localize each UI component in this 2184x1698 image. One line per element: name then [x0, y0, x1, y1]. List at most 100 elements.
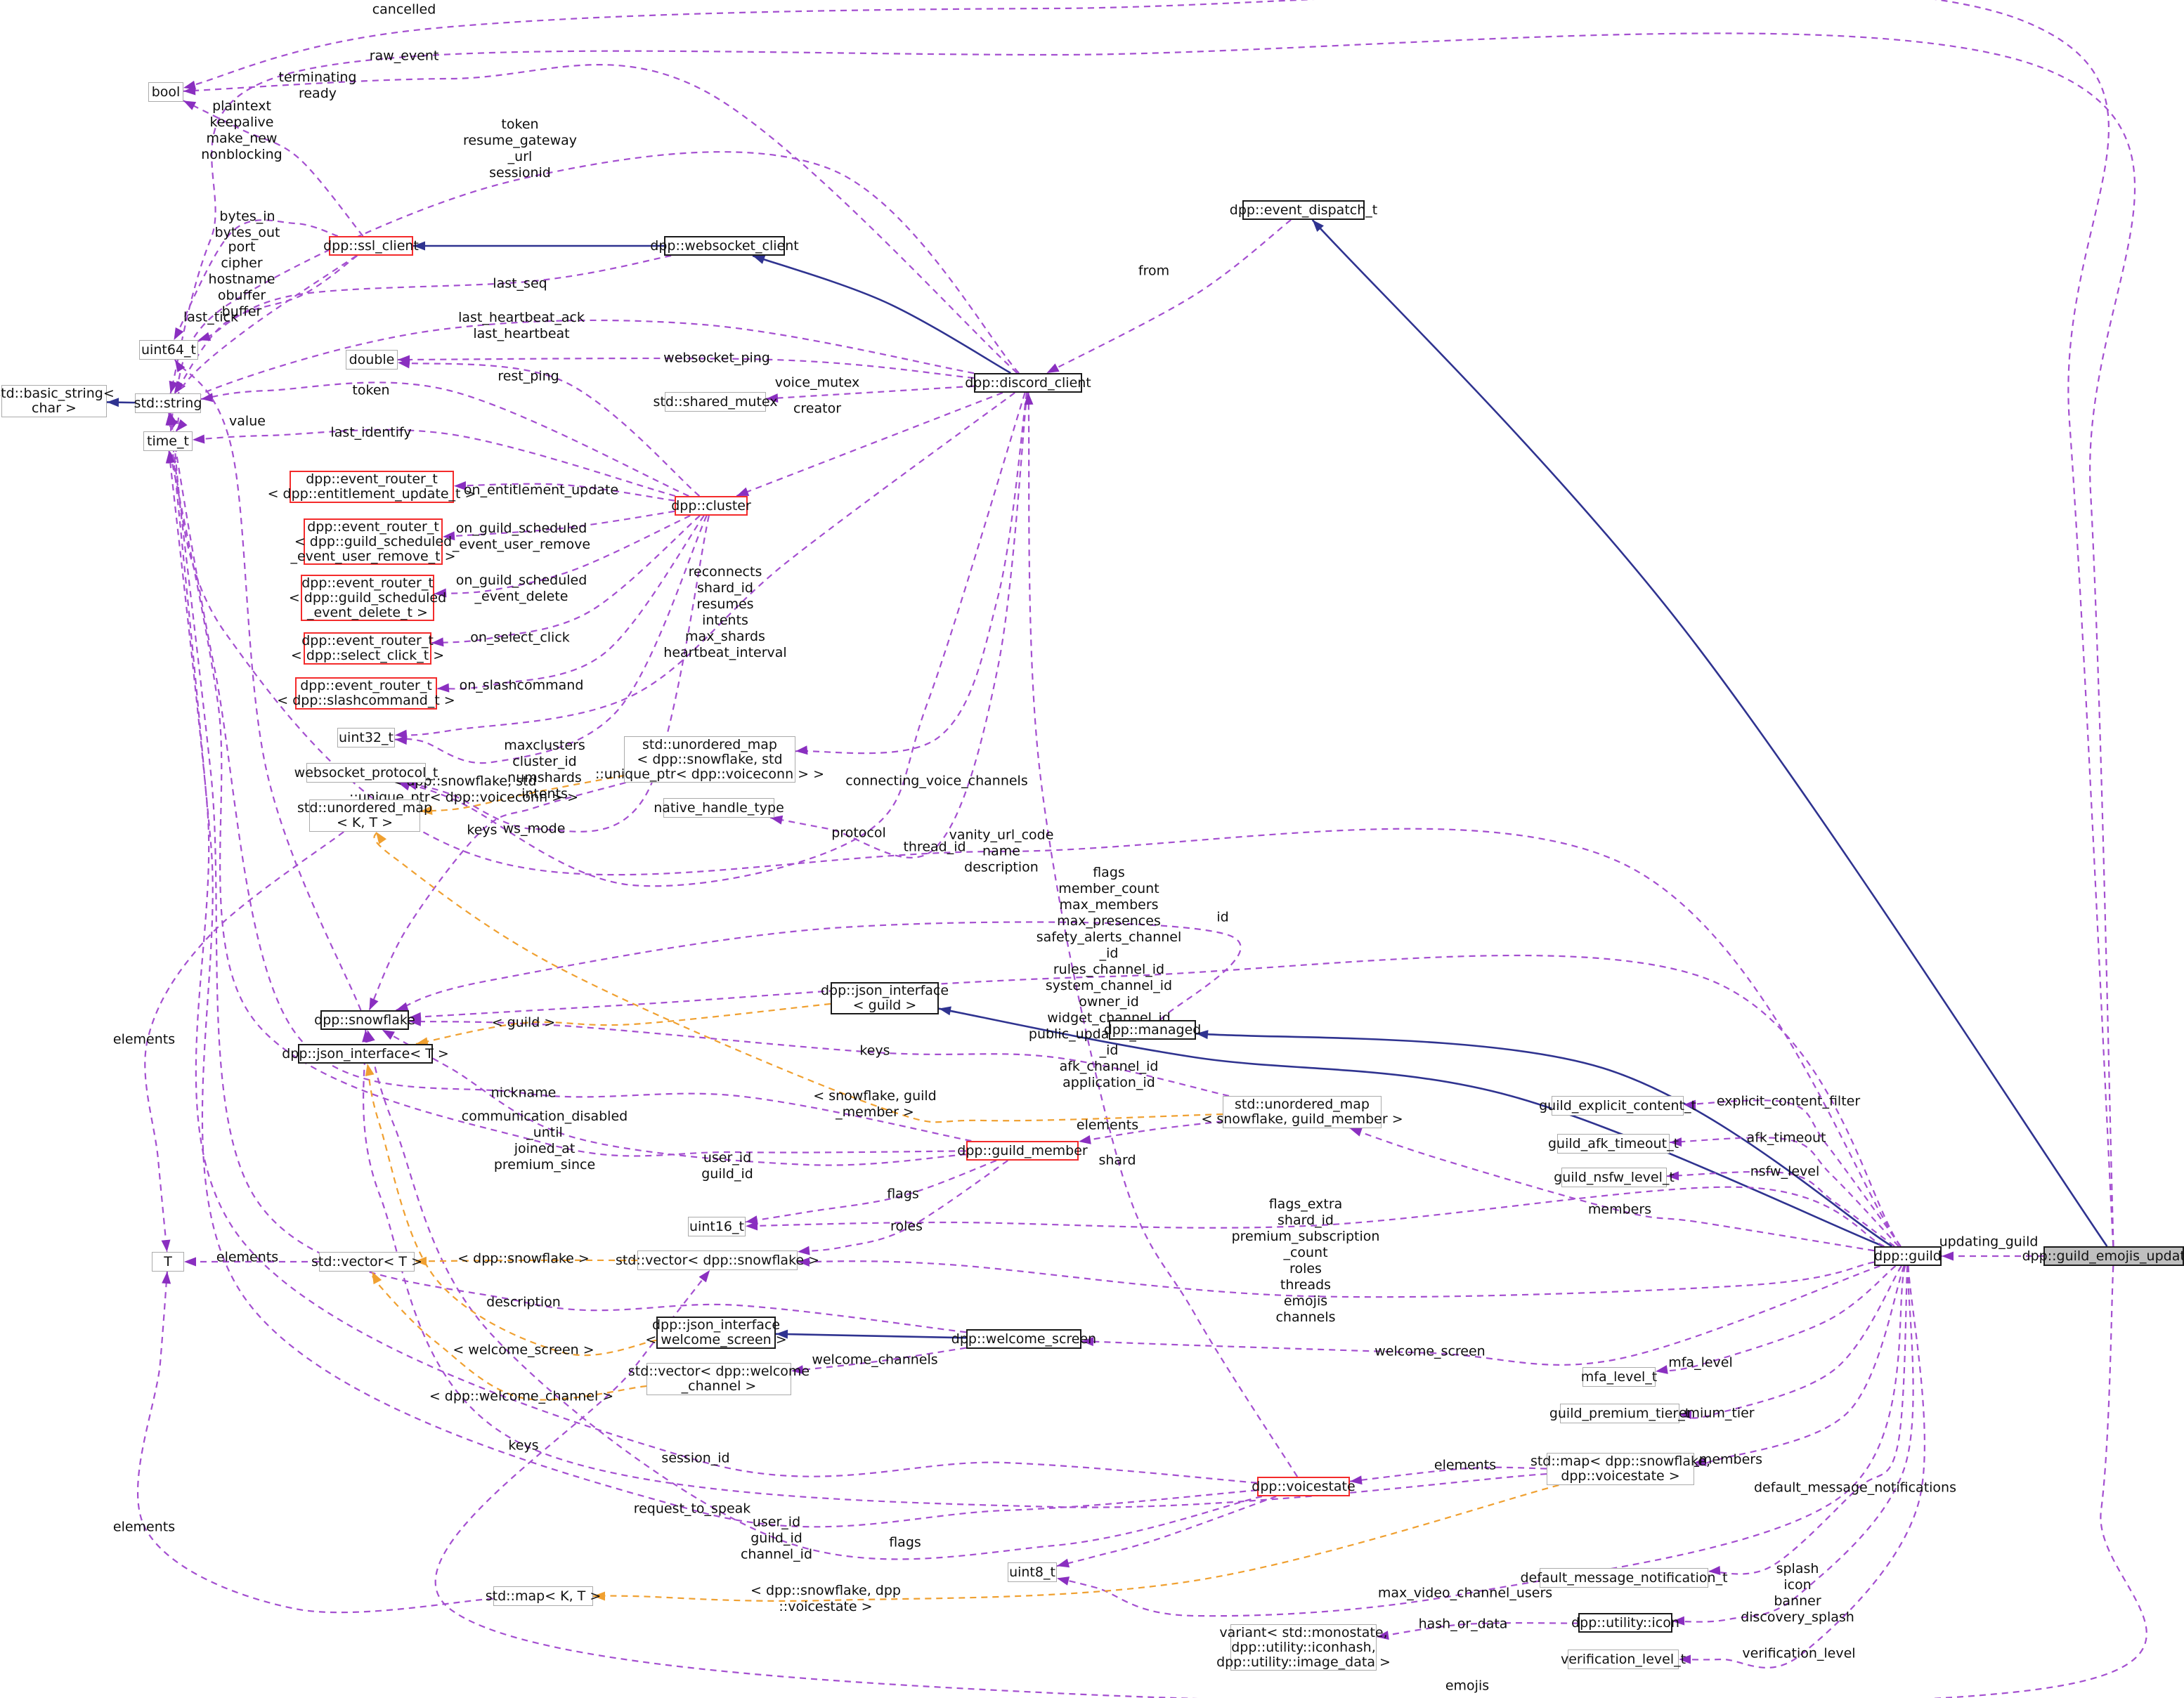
edge-label: keys — [508, 1437, 539, 1454]
edge-member-discord-string — [173, 151, 1020, 394]
edge-label: voice_mutex — [774, 374, 860, 391]
edge-label: keys — [859, 1043, 890, 1059]
arrowhead — [174, 381, 186, 393]
class-node-gec[interactable]: guild_explicit_content_t — [1539, 1096, 1696, 1116]
class-node-er_gseur[interactable]: dpp::event_router_t< dpp::guild_schedule… — [290, 518, 456, 565]
class-node-variant[interactable]: variant< std::monostate,dpp::utility::ic… — [1216, 1624, 1391, 1671]
edge-label: creator — [793, 400, 842, 417]
edge-member-cluster-er_ent — [453, 483, 675, 502]
class-node-wsproto[interactable]: websocket_protocol_t — [294, 763, 438, 783]
edge-template-map_vs-map_kt — [592, 1484, 1559, 1602]
edge-label: shard — [1098, 1152, 1136, 1168]
arrowhead — [415, 1037, 429, 1047]
class-node-wsclient[interactable]: dpp::websocket_client — [650, 236, 799, 256]
class-node-bool[interactable]: bool — [148, 82, 183, 102]
class-node-cluster[interactable]: dpp::cluster — [671, 496, 751, 516]
class-node-welcome[interactable]: dpp::welcome_screen — [951, 1329, 1096, 1349]
class-node-mfa[interactable]: mfa_level_t — [1581, 1367, 1657, 1387]
class-node-label: dpp::discord_client — [965, 374, 1091, 391]
class-node-icon[interactable]: dpp::utility::icon — [1571, 1613, 1679, 1633]
arrowhead — [1081, 1337, 1094, 1347]
class-node-sharedmutex[interactable]: std::shared_mutex — [653, 392, 778, 412]
class-node-um_gm[interactable]: std::unordered_map< snowflake, guild_mem… — [1201, 1096, 1403, 1128]
class-node-label: variant< std::monostate, — [1219, 1624, 1388, 1640]
class-node-er_gsed[interactable]: dpp::event_router_t< dpp::guild_schedule… — [289, 575, 446, 621]
class-node-label: uint8_t — [1009, 1564, 1055, 1580]
class-node-um_vc[interactable]: std::unordered_map< dpp::snowflake, std:… — [595, 736, 824, 783]
edge-member-cluster-string — [200, 381, 689, 497]
edge-member-guild_member-vec_snow — [797, 1160, 1008, 1253]
class-node-vec_wc[interactable]: std::vector< dpp::welcome_channel > — [628, 1363, 810, 1395]
class-node-ji_guild[interactable]: dpp::json_interface< guild > — [821, 982, 949, 1014]
class-node-voicestate[interactable]: dpp::voicestate — [1252, 1477, 1356, 1496]
class-node-label: dpp::voicestate > — [1561, 1468, 1680, 1484]
edge-member-ssl-bool — [183, 100, 364, 237]
class-node-time[interactable]: time_t — [143, 431, 193, 451]
arrowhead — [165, 451, 175, 464]
class-node-guild_member[interactable]: dpp::guild_member — [957, 1141, 1088, 1161]
class-node-managed[interactable]: dpp::managed — [1104, 1020, 1201, 1040]
class-node-native[interactable]: native_handle_type — [654, 798, 784, 818]
edge-member-cluster-wsproto — [405, 515, 710, 832]
class-node-vec_t[interactable]: std::vector< T > — [311, 1252, 422, 1272]
class-node-label: std::unordered_map — [1234, 1097, 1370, 1112]
arrowhead — [365, 1064, 375, 1076]
class-node-uint32[interactable]: uint32_t — [337, 728, 395, 747]
class-node-er_ent[interactable]: dpp::event_router_t< dpp::entitlement_up… — [268, 471, 476, 503]
class-node-dmn[interactable]: default_message_notification_t — [1520, 1568, 1728, 1588]
edge-member-discord-cluster — [736, 391, 1003, 497]
class-node-label: dpp::cluster — [671, 497, 751, 514]
edge-label: elements — [112, 1031, 176, 1047]
class-node-map_vs[interactable]: std::map< dpp::snowflake,dpp::voicestate… — [1530, 1453, 1710, 1485]
class-node-evdispatch[interactable]: dpp::event_dispatch_t — [1230, 200, 1377, 220]
class-node-ji_t[interactable]: dpp::json_interface< T > — [282, 1044, 449, 1064]
arrowhead — [791, 1365, 804, 1375]
class-node-er_select[interactable]: dpp::event_router_t< dpp::select_click_t… — [291, 632, 444, 665]
class-node-map_kt[interactable]: std::map< K, T > — [486, 1586, 601, 1606]
edge-member-voicestate-snowflake — [366, 1029, 1263, 1560]
class-node-uint16[interactable]: uint16_t — [688, 1217, 746, 1236]
edge-label: id — [1216, 909, 1229, 925]
class-node-discord[interactable]: dpp::discord_client — [965, 373, 1091, 393]
edge-member-voicestate-time — [168, 450, 1258, 1528]
class-node-double[interactable]: double — [346, 350, 398, 370]
class-node-string[interactable]: std::string — [134, 393, 202, 413]
class-node-guild[interactable]: dpp::guild — [1874, 1246, 1942, 1266]
class-node-vec_snow[interactable]: std::vector< dpp::snowflake > — [616, 1250, 819, 1270]
edge-member-guild-vec_snow — [797, 1260, 1875, 1298]
class-node-uint64[interactable]: uint64_t — [139, 340, 198, 360]
class-node-T[interactable]: T — [152, 1252, 184, 1272]
class-node-label: < guild > — [852, 998, 917, 1013]
class-node-label: dpp::event_router_t — [301, 633, 434, 648]
edge-label: roles — [890, 1218, 923, 1234]
class-node-gnsfw[interactable]: guild_nsfw_level_t — [1554, 1168, 1675, 1187]
class-node-er_slash[interactable]: dpp::event_router_t< dpp::slashcommand_t… — [277, 677, 455, 710]
class-node-ssl[interactable]: dpp::ssl_client — [323, 236, 419, 256]
class-node-label: guild_premium_tier_t — [1549, 1405, 1691, 1421]
edge-inherit-welcome-ji_ws — [775, 1333, 967, 1339]
class-node-verif[interactable]: verification_level_t — [1561, 1650, 1686, 1669]
edge-label: elements — [1434, 1457, 1497, 1473]
class-node-label: dpp::utility::icon — [1571, 1614, 1679, 1631]
class-node-gpt[interactable]: guild_premium_tier_t — [1549, 1404, 1690, 1423]
edge-member-guild-gpt — [1679, 1265, 1902, 1419]
edge-member-guild_member-snowflake — [382, 1029, 967, 1166]
edge-label: token — [352, 382, 390, 398]
arrowhead — [736, 487, 750, 496]
edge-member-icon-variant — [1376, 1622, 1579, 1638]
class-node-ji_ws[interactable]: dpp::json_interface< welcome_screen > — [645, 1317, 787, 1349]
class-node-um_kt[interactable]: std::unordered_map< K, T > — [297, 799, 432, 832]
class-node-uint8[interactable]: uint8_t — [1008, 1562, 1057, 1582]
arrowhead — [434, 588, 447, 598]
class-node-label: guild_explicit_content_t — [1539, 1097, 1696, 1114]
arrowhead — [1312, 220, 1324, 232]
class-node-target[interactable]: dpp::guild_emojis_update_t — [2022, 1246, 2184, 1266]
edge-template-um_vc-um_kt — [420, 774, 625, 812]
class-node-gafk[interactable]: guild_afk_timeout_t — [1548, 1134, 1679, 1154]
class-node-snowflake[interactable]: dpp::snowflake — [314, 1010, 415, 1030]
class-node-basicstring[interactable]: std::basic_string<char > — [0, 385, 115, 417]
